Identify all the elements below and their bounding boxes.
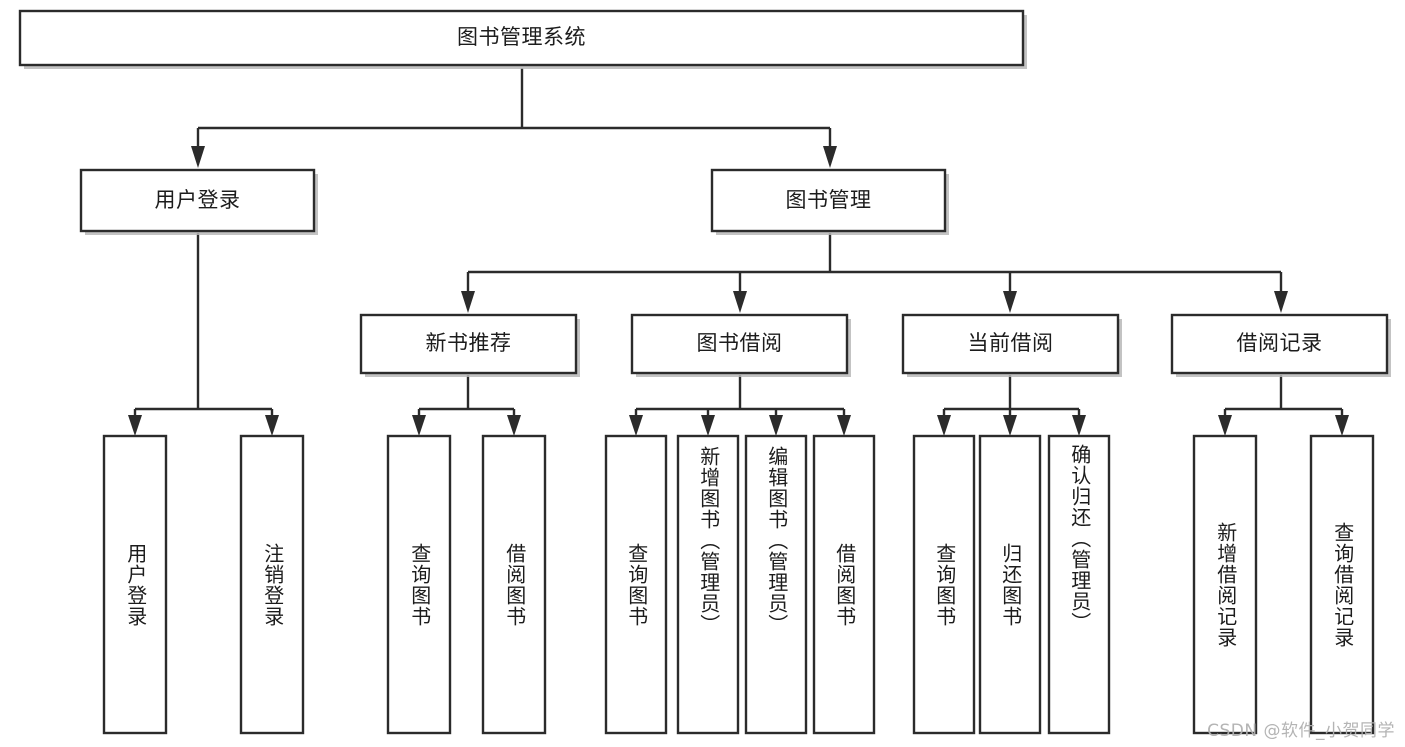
arrow-head-icon <box>937 415 951 436</box>
arrow-head-icon <box>769 415 783 436</box>
node-box-leaf-edit-book[interactable] <box>744 434 808 735</box>
node-box-leaf-return-book[interactable] <box>978 434 1042 735</box>
node-box-new-book-recommend[interactable] <box>359 313 578 375</box>
connector-current-borrow-to-leaves <box>937 375 1086 436</box>
node-box-leaf-add-book[interactable] <box>676 434 740 735</box>
arrow-head-icon <box>1003 291 1017 313</box>
node-box-book-borrow[interactable] <box>630 313 849 375</box>
connector-user-login-to-leaves <box>128 233 279 436</box>
watermark-text: CSDN @软件_小贺同学 <box>1207 721 1395 741</box>
arrow-head-icon <box>701 415 715 436</box>
connector-root-to-level2 <box>191 68 837 168</box>
arrow-head-icon <box>1003 415 1017 436</box>
arrow-head-icon <box>733 291 747 313</box>
connector-new-book-to-leaves <box>412 375 521 436</box>
arrow-head-icon <box>265 415 279 436</box>
node-box-current-borrow[interactable] <box>901 313 1120 375</box>
arrow-head-icon <box>1218 415 1232 436</box>
node-box-user-login[interactable] <box>79 168 316 233</box>
node-box-leaf-query-book-1[interactable] <box>386 434 452 735</box>
connector-book-borrow-to-leaves <box>629 375 851 436</box>
node-box-leaf-confirm-return[interactable] <box>1047 434 1111 735</box>
arrow-head-icon <box>629 415 643 436</box>
node-box-leaf-query-book-2[interactable] <box>604 434 668 735</box>
connector-book-mgmt-to-level3 <box>461 233 1288 313</box>
arrow-head-icon <box>1335 415 1349 436</box>
arrow-head-icon <box>128 415 142 436</box>
arrow-head-icon <box>507 415 521 436</box>
arrow-head-icon <box>191 146 205 168</box>
node-box-book-management[interactable] <box>710 168 947 233</box>
node-box-leaf-borrow-book-2[interactable] <box>812 434 876 735</box>
node-box-system-root[interactable] <box>18 9 1025 67</box>
node-box-leaf-add-borrow-record[interactable] <box>1192 434 1258 735</box>
node-box-leaf-user-login[interactable] <box>102 434 168 735</box>
arrow-head-icon <box>412 415 426 436</box>
node-box-leaf-borrow-book-1[interactable] <box>481 434 547 735</box>
arrow-head-icon <box>461 291 475 313</box>
arrow-head-icon <box>837 415 851 436</box>
node-box-leaf-query-book-3[interactable] <box>912 434 976 735</box>
arrow-head-icon <box>823 146 837 168</box>
node-box-leaf-query-borrow-record[interactable] <box>1309 434 1375 735</box>
node-box-borrow-record[interactable] <box>1170 313 1389 375</box>
arrow-head-icon <box>1072 415 1086 436</box>
node-box-leaf-logout[interactable] <box>239 434 305 735</box>
arrow-head-icon <box>1274 291 1288 313</box>
connector-borrow-record-to-leaves <box>1218 375 1349 436</box>
